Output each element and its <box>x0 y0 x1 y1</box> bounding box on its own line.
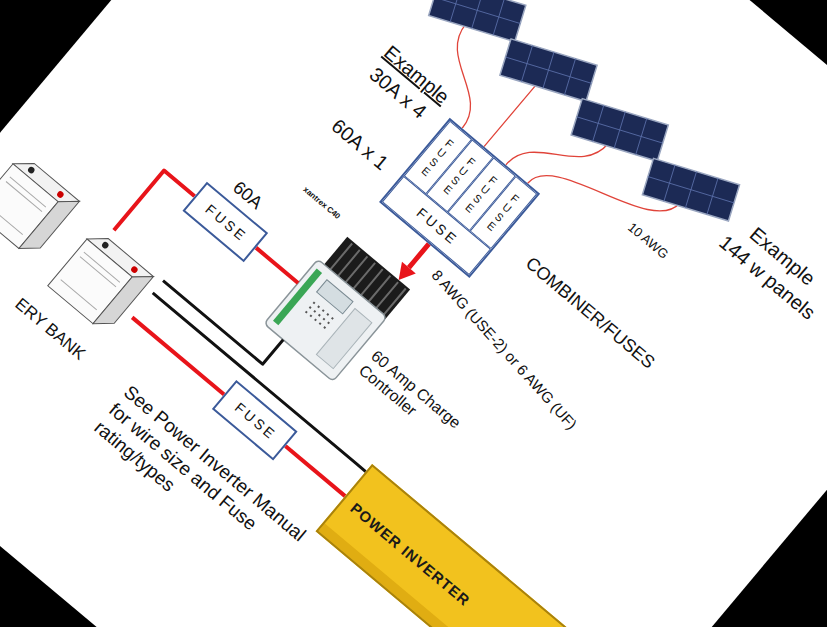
controller-display <box>317 280 353 314</box>
solar-panel <box>429 0 526 42</box>
wire-line <box>409 242 430 267</box>
controller-dots <box>306 302 334 328</box>
solar-panel <box>500 39 597 102</box>
wire-line <box>114 171 195 256</box>
wire-line <box>132 317 224 394</box>
solar-panel <box>571 99 668 162</box>
wire-connector <box>132 317 224 394</box>
wire-connector <box>163 256 283 364</box>
arrow-head <box>392 262 416 286</box>
wire-connector <box>114 171 195 256</box>
battery <box>0 153 79 259</box>
solar-panel <box>642 158 739 221</box>
wire-line <box>256 248 298 283</box>
battery <box>48 228 154 334</box>
wire-connector <box>285 446 345 496</box>
wire-line <box>285 446 345 496</box>
solar-panels <box>417 0 751 248</box>
wire-connector <box>256 248 298 283</box>
controller-stripe <box>273 269 322 326</box>
wire-line <box>163 256 283 364</box>
panel-wire <box>484 83 538 147</box>
controller-panel <box>316 309 371 369</box>
